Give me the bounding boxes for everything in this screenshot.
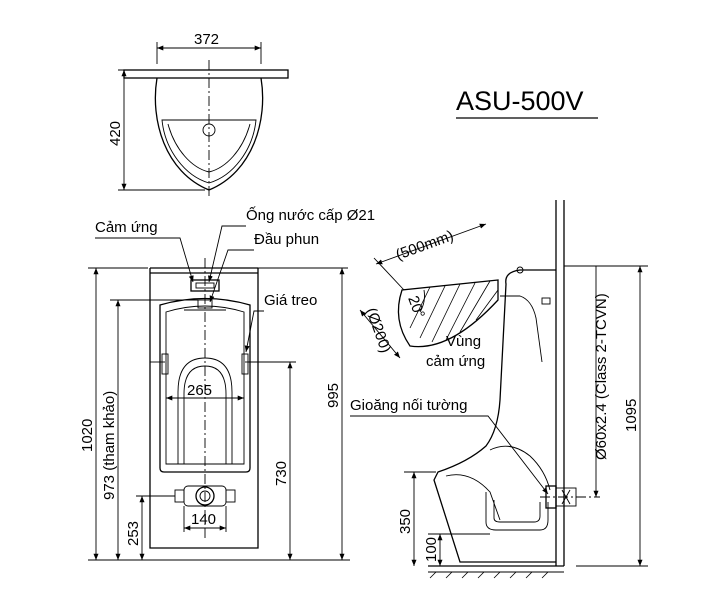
- floor-hatch: [429, 571, 549, 579]
- bowl-width-label: 265: [187, 382, 212, 399]
- sensor-zone-label-line1: Vùng: [446, 333, 481, 350]
- nozzle-label: Đầu phun: [254, 231, 319, 248]
- floor-offset-label: 100: [423, 537, 440, 562]
- top-width-label: 372: [194, 31, 219, 48]
- wall-height-label: 1095: [623, 399, 640, 432]
- water-pipe-label: Ống nước cấp Ø21: [246, 206, 375, 224]
- model-title: ASU-500V: [456, 86, 598, 119]
- sensor-diameter-label: (Ø200): [362, 306, 394, 356]
- side-outlet-height-label: 350: [397, 509, 414, 534]
- sensor-zone-label-line2: cảm ứng: [426, 353, 485, 370]
- top-view: 372 420: [107, 31, 289, 198]
- pipe-label: Ø60x2.4 (Class 2-TCVN): [593, 293, 610, 460]
- front-view: Cảm ứng Ống nước cấp Ø21 Đầu phun Giá tr…: [79, 206, 375, 561]
- side-view: (500mm) 20° (Ø200) Vùng cảm ứng Gioăng n…: [350, 200, 648, 579]
- sensor-angle-label: 20°: [404, 294, 428, 321]
- top-depth-label: 420: [107, 121, 124, 146]
- gasket-label: Gioăng nối tường: [350, 397, 467, 414]
- outlet-height-label: 253: [125, 521, 142, 546]
- outlet-width-label: 140: [191, 511, 216, 528]
- model-title-text: ASU-500V: [456, 86, 584, 116]
- hanger-height-label: 995: [325, 383, 342, 408]
- spread-height-label: 730: [273, 461, 290, 486]
- total-height-label: 1020: [79, 419, 96, 452]
- sensor-range-label: (500mm): [394, 227, 456, 264]
- ref-height-label: 973 (tham khảo): [101, 391, 118, 500]
- sensor-zone-hatch: [409, 280, 499, 343]
- hanger-label: Giá treo: [264, 292, 317, 309]
- sensor-label: Cảm ứng: [95, 219, 158, 236]
